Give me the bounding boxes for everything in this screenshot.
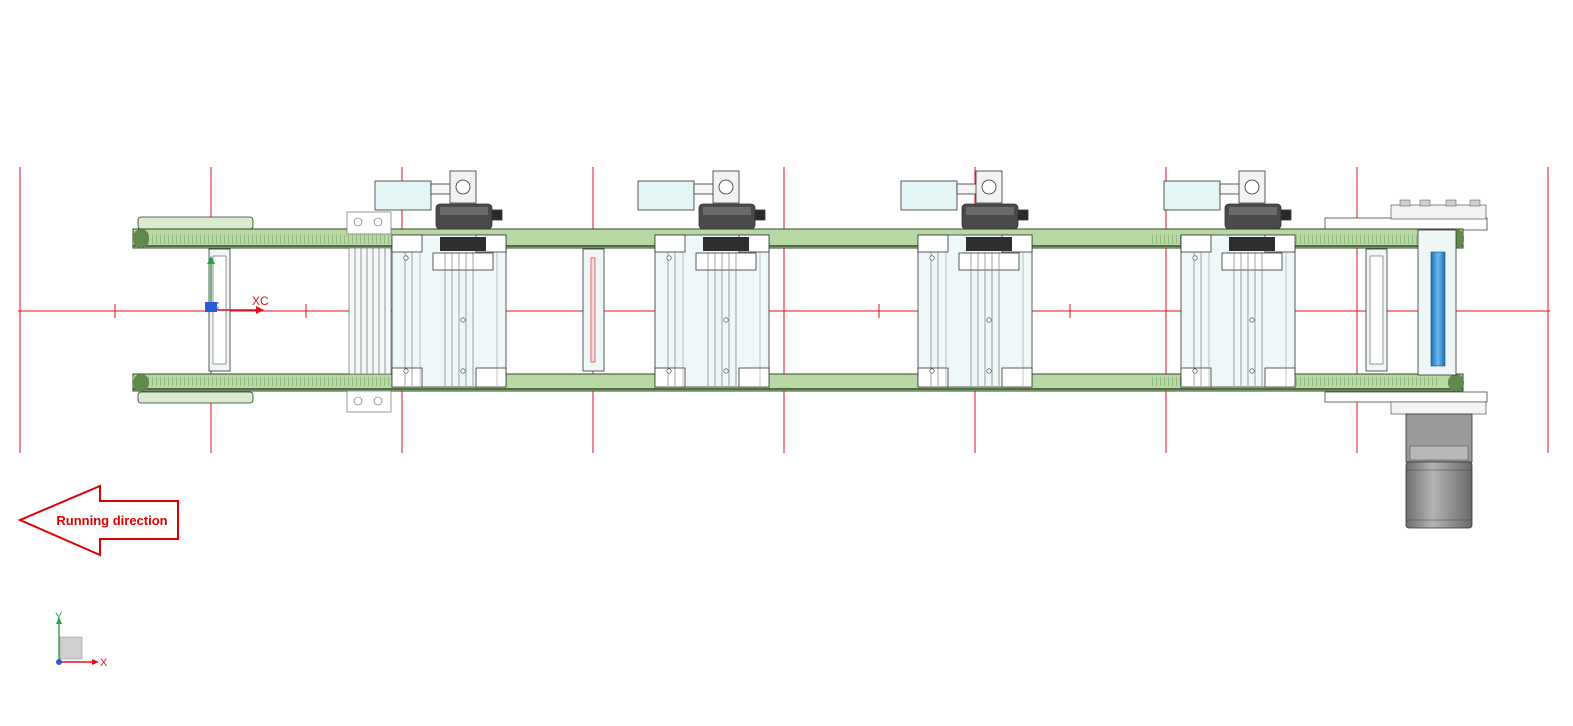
view-triad-icon[interactable]: Y X <box>55 611 108 669</box>
drive-unit <box>1390 199 1487 529</box>
csys-zc-label: ZC <box>206 301 219 312</box>
triad-y-label: Y <box>55 611 63 623</box>
work-coordinate-system[interactable]: XC ZC <box>205 256 269 314</box>
running-direction-label: Running direction <box>56 513 167 528</box>
profile-stack <box>346 211 392 413</box>
station-module-icon <box>637 170 770 388</box>
csys-xc-label: XC <box>252 294 269 308</box>
station-modules <box>374 170 1296 388</box>
triad-x-label: X <box>100 657 108 669</box>
station-module-icon <box>900 170 1033 388</box>
station-module-icon <box>1163 170 1296 388</box>
station-module-icon <box>374 170 507 388</box>
running-direction-arrow: Running direction <box>17 484 179 557</box>
gear-motor-icon <box>1405 413 1473 529</box>
